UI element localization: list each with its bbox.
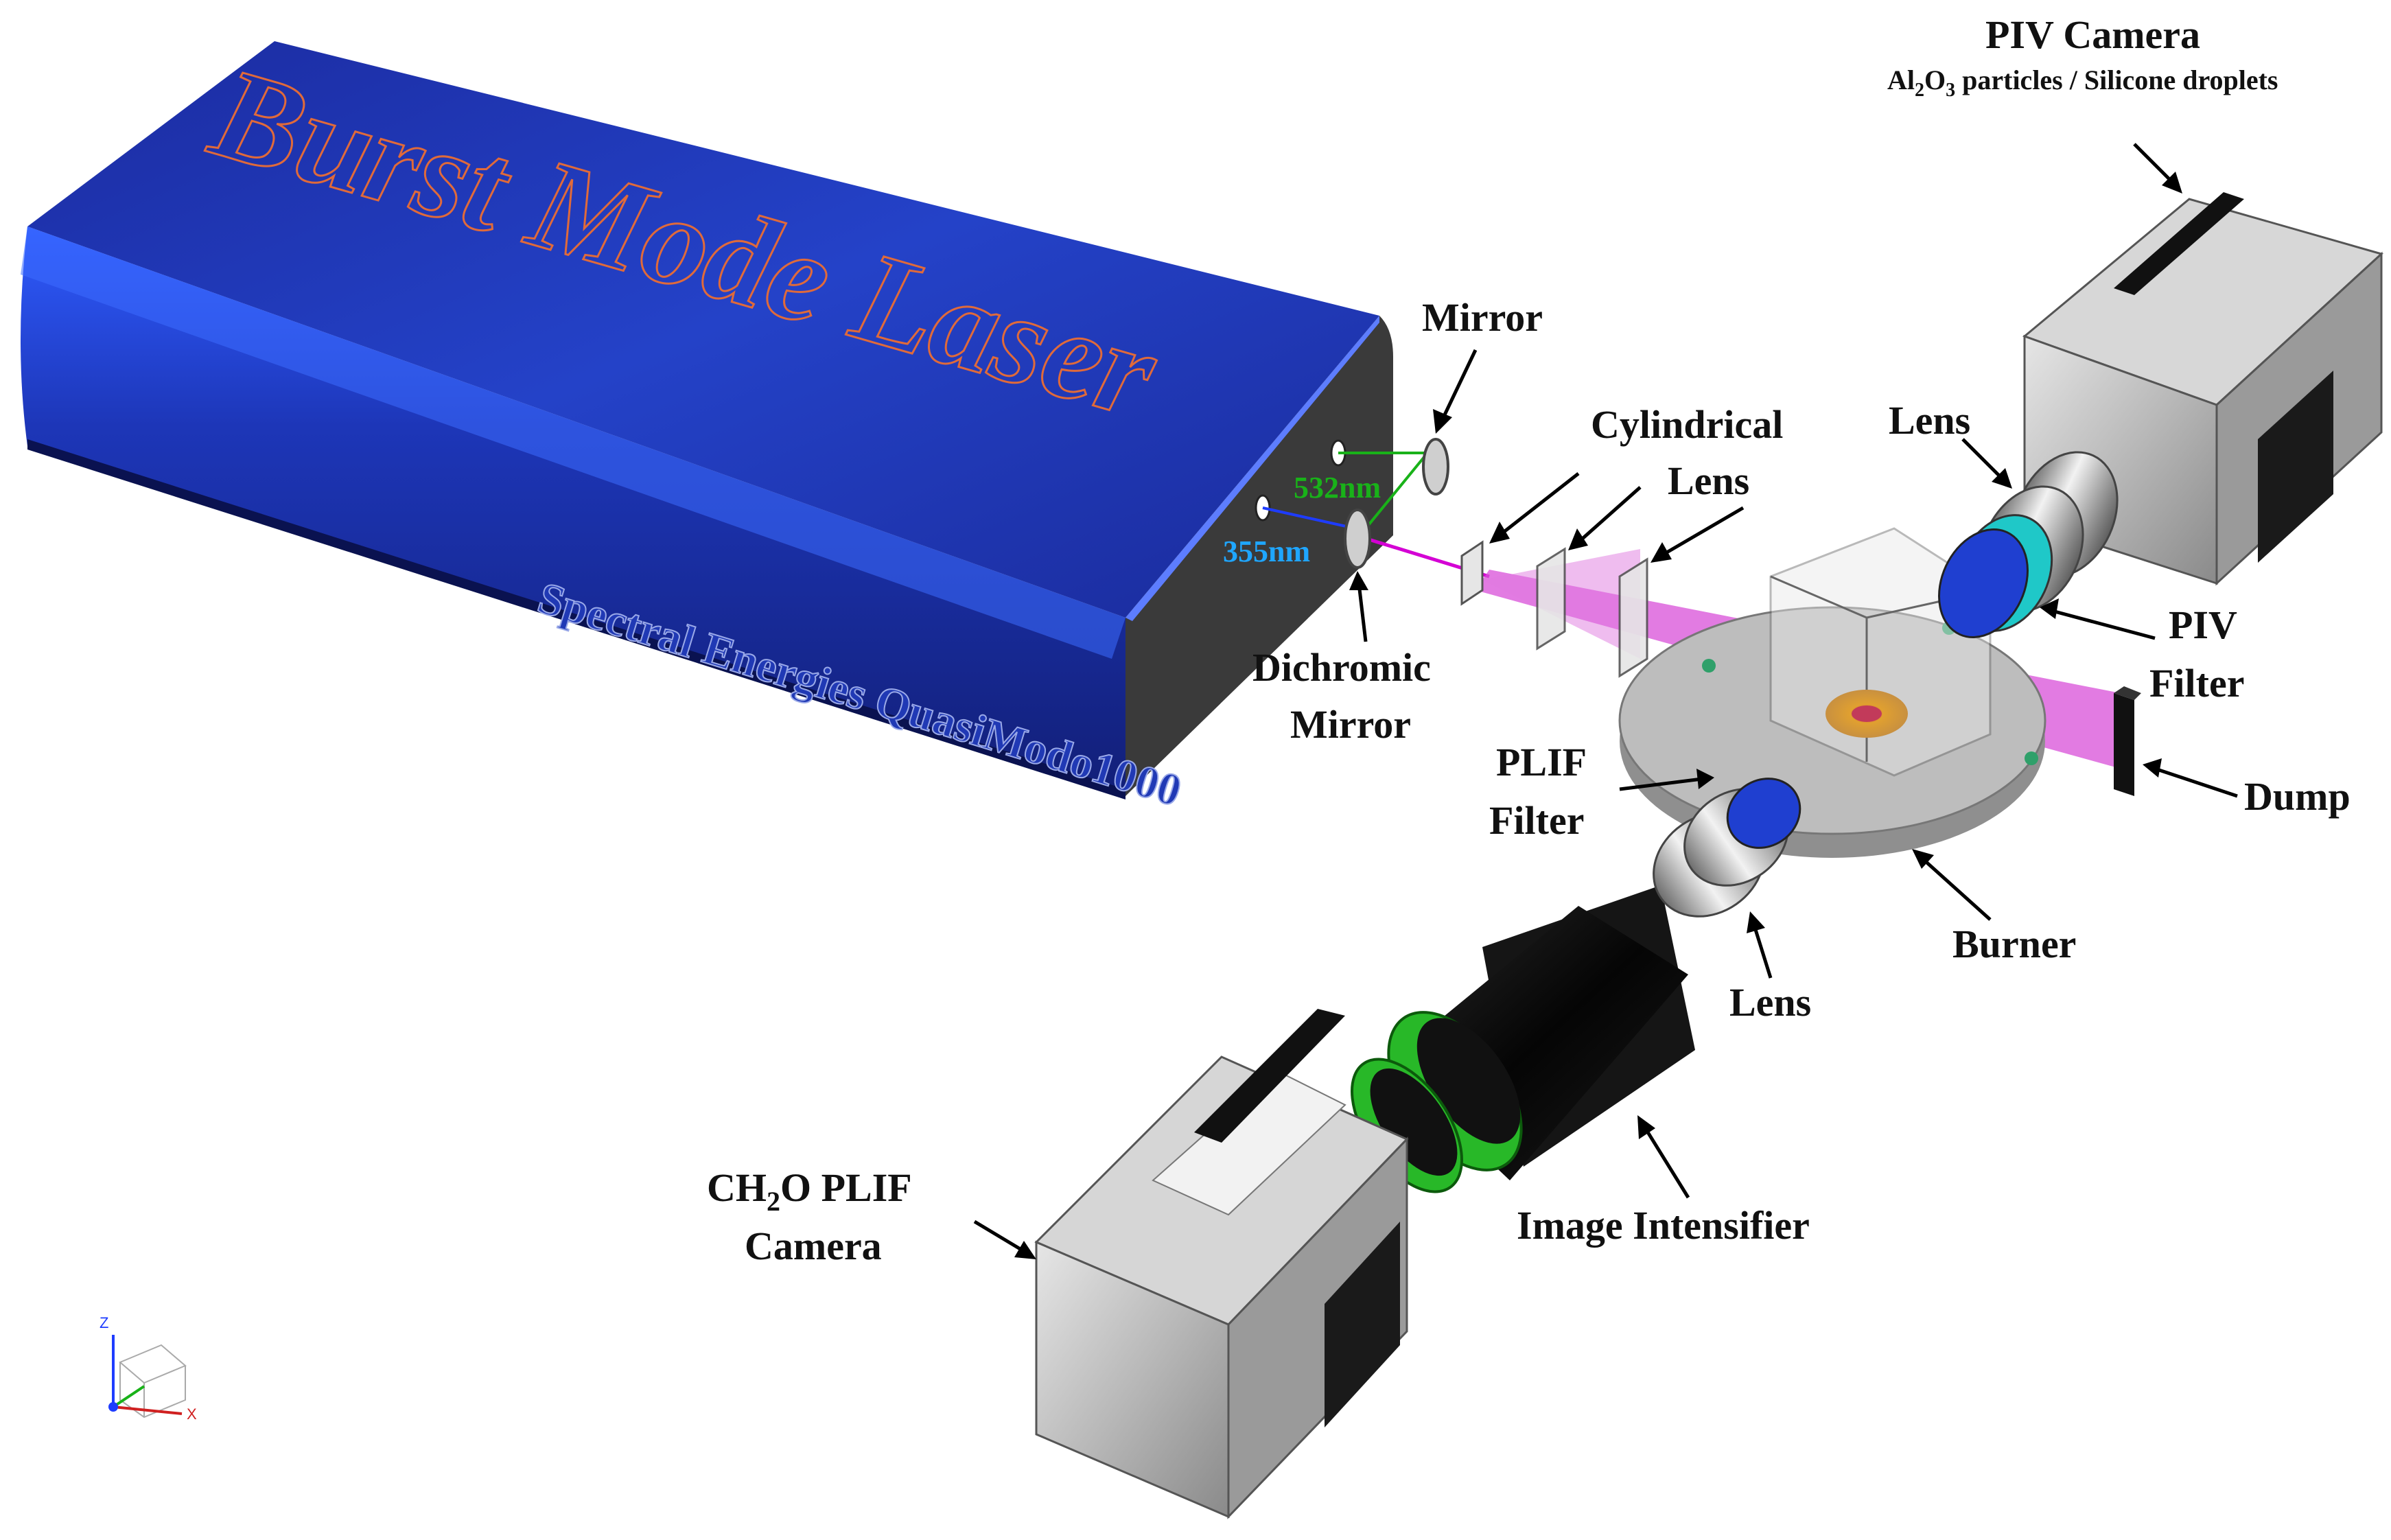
beam-dump	[2114, 686, 2141, 796]
ch2o-plif-label-2: Camera	[745, 1224, 882, 1268]
cyl-lens-3	[1618, 557, 1648, 678]
piv-filter	[1938, 528, 2029, 639]
laser-edge-highlight	[21, 226, 1125, 659]
lens-bottom-label: Lens	[1729, 980, 1811, 1025]
piv-camera-title: PIV Camera	[1985, 12, 2200, 57]
arrow-lens-top	[1961, 438, 2012, 489]
arrow-cyl-1	[1489, 472, 1580, 544]
cyl-lens-1	[1460, 540, 1484, 606]
x-axis-label: X	[187, 1405, 197, 1423]
x-axis	[113, 1405, 183, 1415]
cylindrical-lens-label-1: Cylindrical	[1591, 402, 1783, 447]
laser-top-face	[27, 41, 1379, 618]
laser-end-face-rim	[1125, 316, 1379, 621]
arrow-plif-filter	[1619, 769, 1714, 791]
arrow-dump	[2143, 758, 2238, 798]
mirrors	[1344, 438, 1449, 569]
wavelength-355-label: 355nm	[1223, 535, 1310, 568]
annotation-arrows	[973, 143, 2238, 1259]
arrow-burner	[1912, 849, 1992, 921]
piv-camera-subtitle: Al2O3 particles / Silicone droplets	[1887, 65, 2278, 101]
burst-mode-laser: Burst Mode Laser Spectral Energies Quasi…	[21, 38, 1393, 817]
piv-filter-label-1: PIV	[2169, 603, 2237, 647]
ch2o-plif-label-1: CH2O PLIF	[707, 1165, 912, 1217]
arrow-intensifier	[1637, 1115, 1690, 1199]
dichromic-mirror-label-2: Mirror	[1290, 702, 1411, 747]
laser-bottom-shadow	[27, 439, 1125, 800]
plif-filter	[1726, 778, 1801, 849]
plif-camera-handle	[1194, 1009, 1345, 1143]
arrow-cyl-3	[1651, 506, 1745, 563]
beam-355	[1262, 506, 1356, 530]
plif-filter-label-1: PLIF	[1496, 740, 1587, 784]
mirror-icon	[1422, 438, 1449, 495]
laser-end-face	[1125, 316, 1393, 796]
y-axis	[112, 1385, 145, 1408]
arrow-ch2o-camera	[973, 1220, 1036, 1259]
arrow-piv-camera	[2133, 143, 2182, 194]
piv-filter-label-2: Filter	[2149, 661, 2244, 705]
cyl-lens-2	[1536, 547, 1566, 651]
arrow-cyl-2	[1568, 486, 1642, 550]
arrow-dichromic	[1349, 571, 1368, 642]
dump-label: Dump	[2244, 774, 2351, 819]
arrow-mirror	[1433, 349, 1478, 434]
plif-camera-assembly	[1034, 778, 1801, 1519]
axis-triad: Z X	[100, 1314, 197, 1423]
piv-camera	[1938, 192, 2383, 639]
burner	[1618, 527, 2046, 858]
cylindrical-lenses	[1460, 540, 1648, 678]
arrow-lens-bottom	[1747, 911, 1773, 979]
cylindrical-lens-label-2: Lens	[1668, 458, 1749, 503]
plif-filter-label-2: Filter	[1489, 798, 1584, 843]
image-intensifier-label: Image Intensifier	[1517, 1203, 1810, 1248]
lens-top-label: Lens	[1889, 398, 1970, 443]
wavelength-532-label: 532nm	[1294, 471, 1381, 504]
dichromic-mirror-icon	[1344, 509, 1371, 569]
labels: PIV Camera Al2O3 particles / Silicone dr…	[707, 12, 2351, 1268]
piv-camera-handle	[2114, 192, 2244, 295]
plif-camera-side	[1227, 1136, 1408, 1519]
z-axis-label: Z	[100, 1314, 108, 1331]
burner-label: Burner	[1952, 922, 2076, 966]
mirror-label: Mirror	[1422, 295, 1543, 340]
arrow-piv-filter	[2040, 598, 2156, 640]
dichromic-mirror-label-1: Dichromic	[1252, 645, 1431, 690]
